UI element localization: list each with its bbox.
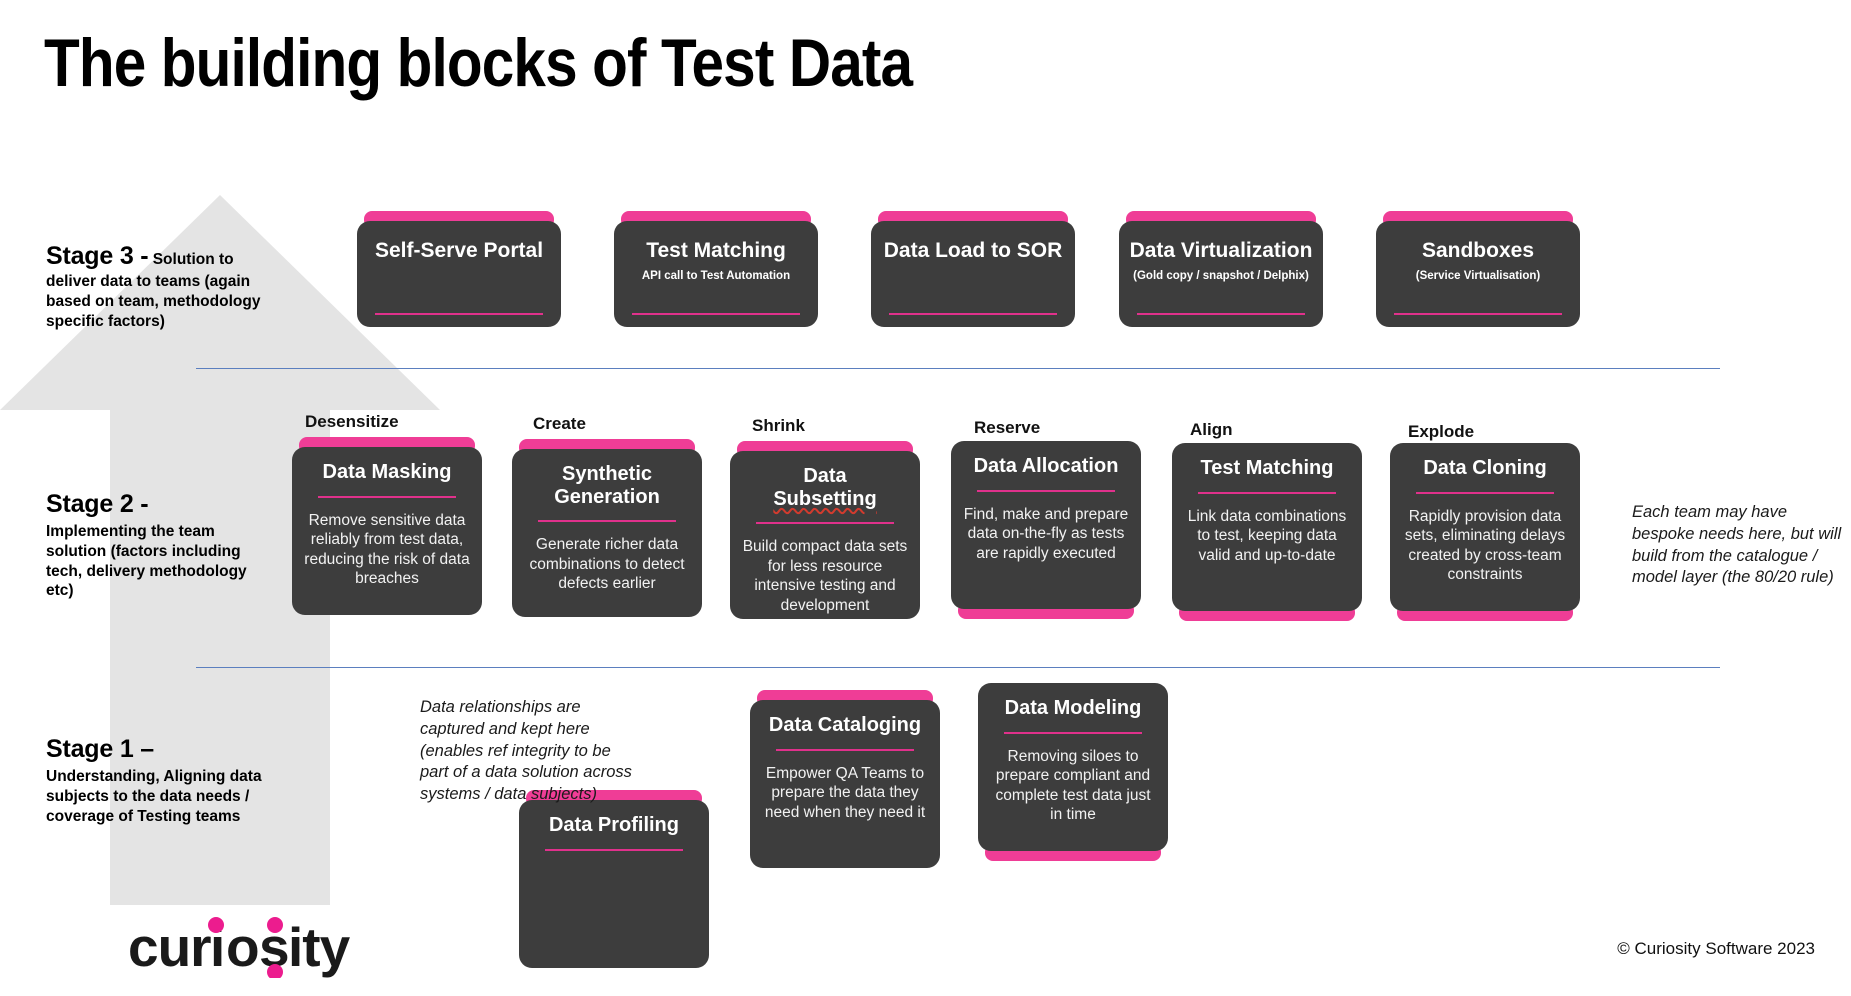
card-subtitle: API call to Test Automation — [641, 269, 791, 282]
card-accent-rule — [318, 495, 456, 498]
divider-stage2-stage1 — [196, 667, 1720, 668]
card-title: Data Masking — [322, 461, 452, 483]
card-title: Sandboxes — [1421, 239, 1535, 262]
group-label-explode: Explode — [1408, 422, 1475, 441]
card-data-virtualization[interactable]: Data Virtualization (Gold copy / snapsho… — [1119, 211, 1323, 327]
stage-2-label: Stage 2 - Implementing the team solution … — [46, 488, 278, 601]
card-title: Data Allocation — [973, 455, 1119, 477]
svg-text:o: o — [226, 916, 259, 978]
card-body: Test Matching Link data combinations to … — [1172, 443, 1362, 611]
group-label-reserve: Reserve — [974, 418, 1041, 437]
card-body: Data Allocation Find, make and prepare d… — [951, 441, 1141, 609]
card-accent-rule — [632, 313, 800, 315]
card-title: Synthetic Generation — [554, 463, 660, 508]
card-body: Data Masking Remove sensitive data relia… — [292, 447, 482, 615]
card-data-cataloging[interactable]: Data Cataloging Empower QA Teams to prep… — [750, 690, 940, 868]
card-accent-rule — [889, 313, 1057, 315]
curiosity-logo: cur i o s ity — [128, 916, 360, 978]
card-description: Link data combinations to test, keeping … — [1187, 507, 1347, 564]
card-description: Removing siloes to prepare compliant and… — [995, 747, 1151, 824]
background-arrow-shape — [0, 195, 440, 905]
copyright-text: © Curiosity Software 2023 — [1617, 939, 1815, 958]
card-data-masking[interactable]: Data Masking Remove sensitive data relia… — [292, 437, 482, 615]
card-accent-rule — [1394, 313, 1562, 315]
group-label-shrink: Shrink — [752, 416, 805, 435]
card-description: Find, make and prepare data on-the-fly a… — [963, 505, 1129, 562]
card-title: Test Matching — [646, 239, 786, 262]
card-body: Data Load to SOR — [871, 221, 1075, 327]
card-accent-rule — [375, 313, 543, 315]
card-test-matching-stage3[interactable]: Test Matching API call to Test Automatio… — [614, 211, 818, 327]
group-label-align: Align — [1190, 420, 1233, 439]
card-body: Data Virtualization (Gold copy / snapsho… — [1119, 221, 1323, 327]
stage-2-description: Implementing the team solution (factors … — [46, 523, 247, 600]
card-title: Data Load to SOR — [883, 239, 1063, 262]
card-test-matching-stage2[interactable]: Test Matching Link data combinations to … — [1172, 443, 1362, 621]
card-body: Synthetic Generation Generate richer dat… — [512, 449, 702, 617]
svg-text:ity: ity — [288, 916, 351, 978]
stage-1-description: Understanding, Aligning data subjects to… — [46, 768, 262, 825]
card-body: Test Matching API call to Test Automatio… — [614, 221, 818, 327]
card-subtitle: (Gold copy / snapshot / Delphix) — [1133, 269, 1309, 282]
stage-3-description: Solution to deliver data to teams (again… — [46, 251, 261, 330]
card-subtitle: (Service Virtualisation) — [1415, 269, 1541, 282]
card-title: Test Matching — [1200, 457, 1334, 479]
card-data-profiling[interactable]: Data Profiling — [519, 790, 709, 968]
page-title: The building blocks of Test Data — [44, 25, 913, 101]
card-body: Data Cloning Rapidly provision data sets… — [1390, 443, 1580, 611]
card-accent-rule — [977, 489, 1115, 492]
card-title: Data Modeling — [1004, 697, 1142, 719]
card-accent-rule — [776, 748, 914, 751]
stage-1-name: Stage 1 – — [46, 735, 154, 763]
card-accent-rule — [1416, 491, 1554, 494]
card-body: Data Cataloging Empower QA Teams to prep… — [750, 700, 940, 868]
card-title: Self-Serve Portal — [374, 239, 544, 262]
card-accent-rule — [756, 522, 894, 525]
card-data-cloning[interactable]: Data Cloning Rapidly provision data sets… — [1390, 443, 1580, 621]
group-label-create: Create — [533, 414, 586, 433]
card-title: Data Cataloging — [768, 714, 922, 736]
card-title: Data Profiling — [548, 814, 679, 836]
card-accent-rule — [1137, 313, 1305, 315]
card-body: Self-Serve Portal — [357, 221, 561, 327]
stage-3-label: Stage 3 - Solution to deliver data to te… — [46, 240, 278, 331]
card-synthetic-generation[interactable]: Synthetic Generation Generate richer dat… — [512, 439, 702, 617]
stage-3-name: Stage 3 - — [46, 242, 149, 270]
card-title-text-line2: Subsetting — [773, 487, 877, 510]
card-data-load-to-sor[interactable]: Data Load to SOR — [871, 211, 1075, 327]
card-data-allocation[interactable]: Data Allocation Find, make and prepare d… — [951, 441, 1141, 619]
card-description: Rapidly provision data sets, eliminating… — [1404, 507, 1566, 584]
stage-2-name: Stage 2 - — [46, 490, 149, 518]
stage-1-label: Stage 1 – Understanding, Aligning data su… — [46, 733, 278, 826]
card-accent-rule — [538, 520, 676, 523]
card-self-serve-portal[interactable]: Self-Serve Portal — [357, 211, 561, 327]
svg-text:cur: cur — [128, 916, 211, 978]
card-title: Data Cloning — [1423, 457, 1547, 479]
card-accent-rule — [1004, 731, 1142, 734]
card-title-text-line1: Data — [803, 465, 847, 487]
card-body: Sandboxes (Service Virtualisation) — [1376, 221, 1580, 327]
card-description: Generate richer data combinations to det… — [529, 536, 685, 593]
card-title: Data Virtualization — [1129, 239, 1313, 262]
card-accent-rule — [1198, 491, 1336, 494]
card-description: Remove sensitive data reliably from test… — [304, 511, 470, 588]
card-sandboxes[interactable]: Sandboxes (Service Virtualisation) — [1376, 211, 1580, 327]
note-stage2-right: Each team may have bespoke needs here, b… — [1632, 503, 1842, 587]
card-description: Empower QA Teams to prepare the data the… — [764, 764, 926, 821]
card-accent-rule — [545, 848, 683, 851]
note-stage1: Data relationships are captured and kept… — [420, 698, 632, 804]
card-data-modeling[interactable]: Data Modeling Removing siloes to prepare… — [978, 683, 1168, 861]
card-body: Data Modeling Removing siloes to prepare… — [978, 683, 1168, 851]
divider-stage3-stage2 — [196, 368, 1720, 369]
card-description: Build compact data sets for less resourc… — [742, 538, 908, 614]
card-body: Data Profiling — [519, 800, 709, 968]
group-label-desensitize: Desensitize — [305, 412, 399, 431]
